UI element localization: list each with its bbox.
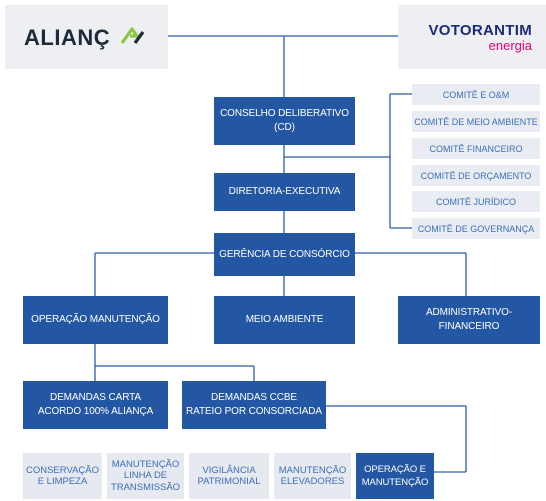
committee-item: COMITÊ FINANCEIRO bbox=[412, 138, 540, 159]
meio-ambiente-box: MEIO AMBIENTE bbox=[214, 296, 355, 344]
committee-item: COMITÊ DE GOVERNANÇA bbox=[412, 218, 540, 239]
service-elevadores-box: MANUTENÇÃO ELEVADORES bbox=[274, 453, 351, 499]
service-highlight-line1: OPERAÇÃO E bbox=[364, 464, 426, 475]
service-line2: LINHA DE bbox=[123, 470, 168, 482]
votorantim-top-text: VOTORANTIM bbox=[428, 21, 532, 39]
committee-item: COMITÊ DE ORÇAMENTO bbox=[412, 165, 540, 186]
demandas-carta-box: DEMANDAS CARTA ACORDO 100% ALIANÇA bbox=[23, 381, 168, 429]
operacao-label: OPERAÇÃO MANUTENÇÃO bbox=[31, 314, 160, 325]
committee-label: COMITÊ DE MEIO AMBIENTE bbox=[414, 116, 538, 127]
demandas-ccbe-box: DEMANDAS CCBE RATEIO POR CONSORCIADA bbox=[182, 381, 326, 429]
committee-label: COMITÊ JURÍDICO bbox=[436, 196, 516, 207]
committee-label: COMITÊ DE GOVERNANÇA bbox=[417, 223, 535, 234]
demandas-carta-line2: ACORDO 100% ALIANÇA bbox=[37, 406, 154, 417]
committee-label: COMITÊ DE ORÇAMENTO bbox=[420, 170, 532, 181]
service-vigilancia-box: VIGILÂNCIA PATRIMONIAL bbox=[189, 453, 269, 499]
service-line1: MANUTENÇÃO bbox=[278, 464, 347, 476]
conselho-line1: CONSELHO DELIBERATIVO bbox=[220, 108, 349, 119]
meio-ambiente-label: MEIO AMBIENTE bbox=[245, 314, 324, 325]
service-conservacao-box: CONSERVAÇÃO E LIMPEZA bbox=[23, 453, 102, 499]
svg-text:ALIANÇ: ALIANÇ bbox=[24, 25, 110, 50]
service-line2: PATRIMONIAL bbox=[197, 476, 261, 487]
service-highlight-line2: MANUTENÇÃO bbox=[361, 477, 429, 488]
service-line1: MANUTENÇÃO bbox=[111, 458, 180, 470]
diretoria-label: DIRETORIA-EXECUTIVA bbox=[228, 186, 341, 197]
committee-label: COMITÊ E O&M bbox=[442, 89, 510, 100]
committee-item: COMITÊ DE MEIO AMBIENTE bbox=[412, 111, 540, 132]
conselho-deliberativo-box: CONSELHO DELIBERATIVO (CD) bbox=[214, 97, 355, 145]
service-manutencao-linha-box: MANUTENÇÃO LINHA DE TRANSMISSÃO bbox=[107, 453, 184, 499]
gerencia-label: GERÊNCIA DE CONSÓRCIO bbox=[219, 248, 350, 260]
administrativo-financeiro-box: ADMINISTRATIVO-FINANCEIRO bbox=[398, 296, 540, 344]
diretoria-executiva-box: DIRETORIA-EXECUTIVA bbox=[214, 173, 355, 211]
demandas-carta-line1: DEMANDAS CARTA bbox=[49, 392, 142, 403]
service-line3: TRANSMISSÃO bbox=[110, 481, 181, 493]
operacao-manutencao-box: OPERAÇÃO MANUTENÇÃO bbox=[23, 296, 168, 344]
service-line2: ELEVADORES bbox=[280, 476, 345, 487]
alianca-wordmark: ALIANÇ bbox=[24, 25, 145, 50]
votorantim-logo: VOTORANTIM energia bbox=[398, 5, 546, 69]
demandas-ccbe-line1: DEMANDAS CCBE bbox=[211, 392, 297, 403]
administrativo-label: ADMINISTRATIVO-FINANCEIRO bbox=[425, 307, 513, 332]
service-line2: E LIMPEZA bbox=[37, 476, 88, 487]
service-operacao-manutencao-box: OPERAÇÃO E MANUTENÇÃO bbox=[356, 453, 434, 499]
alianca-logo: ALIANÇ bbox=[5, 5, 168, 69]
votorantim-bottom-text: energia bbox=[488, 37, 532, 53]
conselho-line2: (CD) bbox=[274, 122, 295, 133]
gerencia-consorcio-box: GERÊNCIA DE CONSÓRCIO bbox=[214, 233, 355, 276]
committee-item: COMITÊ E O&M bbox=[412, 84, 540, 105]
committee-item: COMITÊ JURÍDICO bbox=[412, 191, 540, 212]
committee-label: COMITÊ FINANCEIRO bbox=[429, 143, 523, 154]
demandas-ccbe-line2: RATEIO POR CONSORCIADA bbox=[186, 406, 322, 417]
service-line1: CONSERVAÇÃO bbox=[25, 464, 100, 476]
service-line1: VIGILÂNCIA bbox=[202, 464, 256, 476]
